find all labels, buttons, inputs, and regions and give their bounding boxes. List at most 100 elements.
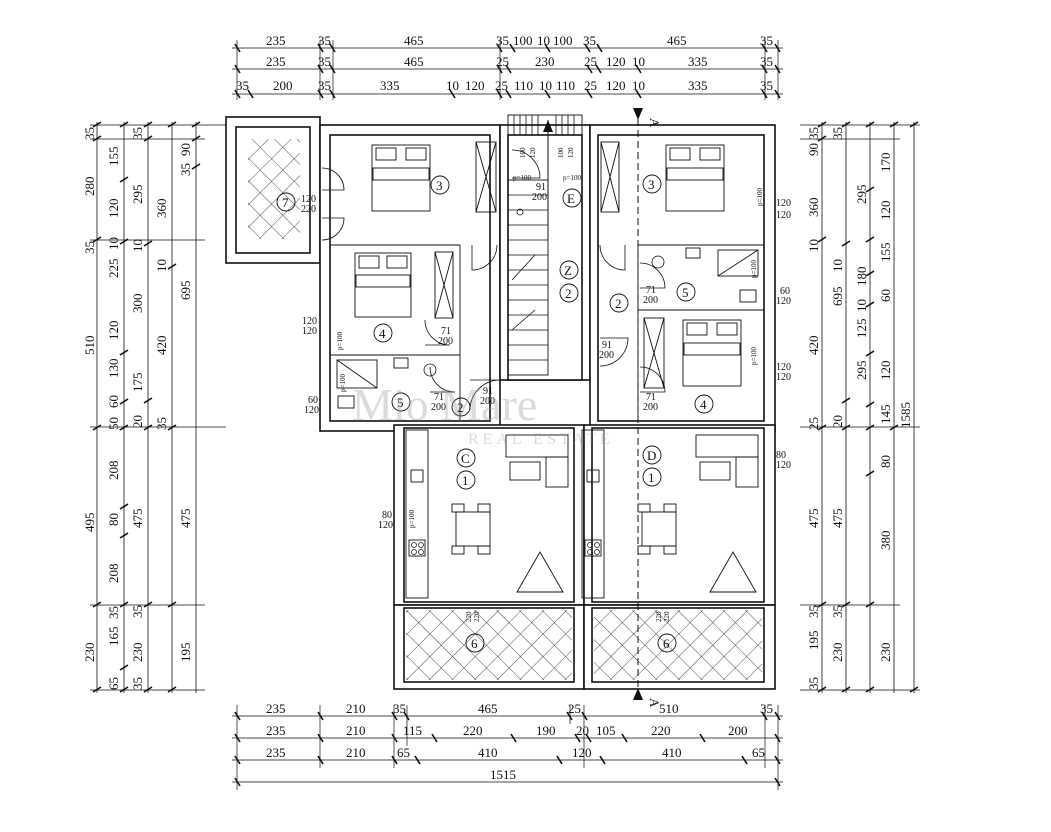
sofa-icon bbox=[505, 434, 569, 488]
opening-width: 91 bbox=[602, 340, 612, 351]
dim-label: 35 bbox=[830, 127, 845, 140]
right-dim-col-2: 35 295 10 180 10 125 295 20 475 35 230 bbox=[830, 127, 869, 662]
dim-label: 170 bbox=[878, 153, 893, 173]
dim-label: 230 bbox=[130, 643, 145, 663]
parapet-label: p=100 bbox=[756, 188, 764, 206]
dim-label: 35 bbox=[106, 606, 121, 619]
dim-label: 65 bbox=[752, 745, 765, 760]
dim-label: 695 bbox=[830, 287, 845, 307]
dim-label: 210 bbox=[346, 723, 366, 738]
room-number-hall: 2 bbox=[565, 286, 572, 301]
dim-label: 295 bbox=[130, 185, 145, 205]
dim-label: 230 bbox=[878, 643, 893, 663]
dim-label: 230 bbox=[535, 54, 555, 69]
dim-label: 410 bbox=[478, 745, 498, 760]
dim-label: 475 bbox=[830, 509, 845, 529]
dim-label: 235 bbox=[266, 745, 286, 760]
dim-label: 20 bbox=[830, 415, 845, 428]
dim-label: 510 bbox=[659, 701, 679, 716]
dim-label: 100 bbox=[513, 33, 533, 48]
right-dim-col-1: 35 90 360 10 420 25 475 35 195 35 bbox=[806, 127, 821, 690]
opening-height: 200 bbox=[532, 192, 547, 203]
dim-label: 235 bbox=[266, 701, 286, 716]
dim-label: 195 bbox=[178, 643, 193, 663]
dim-label: 35 bbox=[236, 78, 249, 93]
dim-label: 60 bbox=[878, 289, 893, 302]
opening-height: 120 bbox=[776, 296, 791, 307]
dim-label: 495 bbox=[82, 513, 97, 533]
dim-label: 475 bbox=[178, 509, 193, 529]
dim-label: 10 bbox=[854, 299, 869, 312]
door-swings bbox=[321, 149, 666, 411]
opening-width: 71 bbox=[646, 285, 656, 296]
watermark-text: Mio Mare bbox=[352, 379, 537, 430]
dim-label: 35 bbox=[806, 605, 821, 618]
opening-height: 200 bbox=[643, 402, 658, 413]
dim-label: 475 bbox=[806, 509, 821, 529]
opening-width: 71 bbox=[434, 392, 444, 403]
room-number-bedroom: 4 bbox=[700, 397, 707, 412]
dim-label: 60 bbox=[106, 395, 121, 408]
dim-label: 25 bbox=[584, 78, 597, 93]
dim-label: 195 bbox=[806, 631, 821, 651]
dim-label: 65 bbox=[397, 745, 410, 760]
watermark-subtext: REAL ESTATE bbox=[468, 431, 614, 448]
opening-width: 120 bbox=[776, 198, 791, 209]
dim-label: 295 bbox=[854, 361, 869, 381]
dim-label: 225 bbox=[106, 259, 121, 279]
sofa-icon bbox=[695, 434, 759, 488]
dim-label: 420 bbox=[154, 336, 169, 356]
terrace-hatch-left bbox=[406, 610, 572, 680]
parapet-label: p=100 bbox=[336, 332, 344, 350]
opening-labels: 120 220 120 120 60 120 80 120 71 200 71 … bbox=[301, 147, 791, 622]
dim-label: 25 bbox=[584, 54, 597, 69]
dim-label: 465 bbox=[478, 701, 498, 716]
opening-height: 120 bbox=[776, 210, 791, 221]
dim-label: 10 bbox=[830, 259, 845, 272]
dim-label: 35 bbox=[806, 127, 821, 140]
dim-label: 190 bbox=[536, 723, 556, 738]
dim-label: 120 bbox=[465, 78, 485, 93]
dim-label: 475 bbox=[130, 509, 145, 529]
dim-label: 100 bbox=[553, 33, 573, 48]
parapet-label: p=100 bbox=[750, 347, 758, 365]
dim-label: 210 bbox=[346, 745, 366, 760]
entrance-label: E bbox=[567, 191, 575, 206]
opening-width: 60 bbox=[308, 395, 318, 406]
opening-height: 120 bbox=[378, 520, 393, 531]
section-line: A A bbox=[633, 108, 662, 708]
opening-width: 120 bbox=[302, 316, 317, 327]
balcony-hatch bbox=[248, 139, 300, 239]
dim-label: 10 bbox=[539, 78, 552, 93]
room-number-living: 1 bbox=[462, 473, 469, 488]
dim-label: 200 bbox=[728, 723, 748, 738]
dim-label: 80 bbox=[878, 455, 893, 468]
stair-block-label: Z bbox=[564, 263, 572, 278]
terrace-hatch-right bbox=[594, 610, 762, 680]
dim-label: 230 bbox=[82, 643, 97, 663]
dim-label: 35 bbox=[318, 78, 331, 93]
room-number-hall: 2 bbox=[457, 400, 464, 415]
dim-label: 465 bbox=[667, 33, 687, 48]
dim-label: 295 bbox=[854, 185, 869, 205]
dim-label: 175 bbox=[130, 373, 145, 393]
dim-label: 35 bbox=[178, 163, 193, 176]
dining-table-icon bbox=[451, 503, 491, 555]
room-number-terrace: 6 bbox=[663, 636, 670, 651]
dim-label: 10 bbox=[632, 54, 645, 69]
dim-label: 20 bbox=[130, 415, 145, 428]
dim-label: 695 bbox=[178, 281, 193, 301]
dim-label: 25 bbox=[496, 54, 509, 69]
dim-label: 35 bbox=[393, 701, 406, 716]
dim-label: 335 bbox=[688, 78, 708, 93]
bottom-dim-row-1: 235 210 35 465 25 510 35 bbox=[266, 701, 773, 716]
room-number-living: 1 bbox=[648, 470, 655, 485]
dim-label: 335 bbox=[688, 54, 708, 69]
dim-label: 420 bbox=[806, 336, 821, 356]
opening-width: 71 bbox=[646, 392, 656, 403]
dim-label: 235 bbox=[266, 723, 286, 738]
opening-height: 220 bbox=[473, 611, 481, 622]
dim-label: 80 bbox=[106, 513, 121, 526]
dim-label: 90 bbox=[178, 143, 193, 156]
dim-label: 220 bbox=[651, 723, 671, 738]
